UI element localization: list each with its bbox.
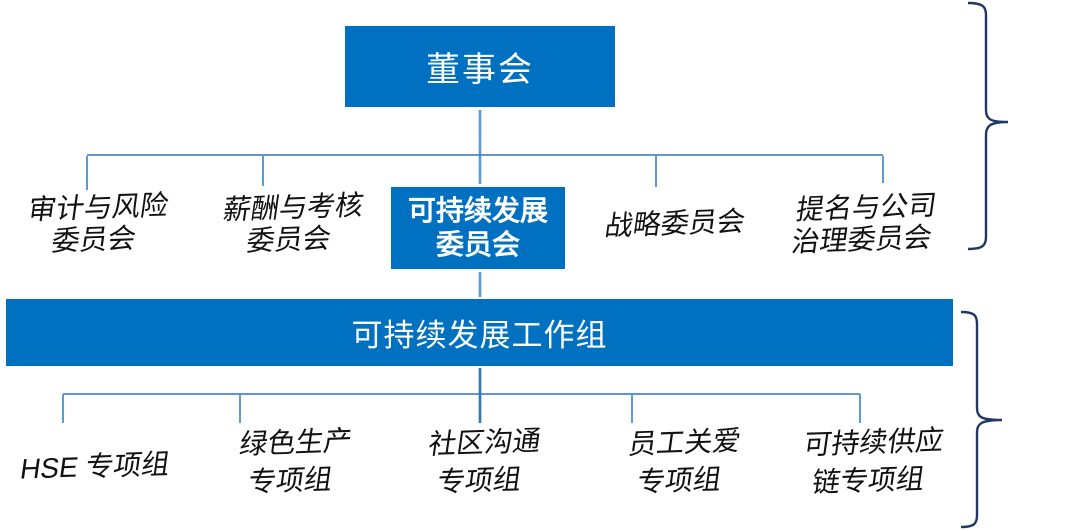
- working-group-label: 可持续发展工作组: [351, 318, 608, 353]
- task-group-hse: HSE 专项组: [2, 445, 187, 489]
- committee-strategy: 战略委员会: [583, 205, 767, 243]
- working-group-box: 可持续发展工作组: [4, 297, 955, 368]
- task-group-sustainable-supply-chain-line2: 链专项组: [810, 463, 927, 499]
- task-group-sustainable-supply-chain: 可持续供应 链专项组: [776, 421, 967, 504]
- task-group-green-production-line2: 专项组: [246, 463, 335, 498]
- committee-compensation: 薪酬与考核 委员会: [197, 189, 386, 260]
- committee-audit-risk-line1: 审计与风险: [26, 189, 171, 226]
- committee-nomination-governance-line2: 治理委员会: [789, 221, 934, 258]
- task-group-community-line1: 社区沟通: [426, 424, 543, 460]
- task-group-employee-care-line1: 员工关爱: [626, 424, 743, 460]
- committee-nomination-governance: 提名与公司 治理委员会: [770, 189, 959, 260]
- committee-sustainability-box: 可持续发展 委员会: [388, 184, 568, 272]
- task-group-employee-care-line2: 专项组: [635, 463, 724, 498]
- committee-audit-risk: 审计与风险 委员会: [2, 189, 191, 260]
- task-group-sustainable-supply-chain-line1: 可持续供应: [801, 424, 946, 461]
- board-box: 董事会: [342, 23, 618, 110]
- brace-workgroup-level: [960, 310, 1003, 529]
- committee-compensation-line2: 委员会: [244, 222, 333, 257]
- committee-audit-risk-line2: 委员会: [49, 222, 138, 257]
- task-group-green-production-line1: 绿色生产: [237, 424, 354, 460]
- committee-compensation-line1: 薪酬与考核: [221, 189, 366, 226]
- committee-strategy-line1: 战略委员会: [602, 205, 748, 242]
- committee-sustainability-line2: 委员会: [435, 229, 520, 260]
- brace-board-level: [967, 1, 1009, 251]
- task-group-community-line2: 专项组: [435, 463, 524, 498]
- task-group-community: 社区沟通 专项组: [387, 421, 578, 504]
- committee-sustainability-line1: 可持续发展: [407, 195, 548, 226]
- task-group-hse-line1: HSE 专项组: [18, 448, 172, 485]
- board-label: 董事会: [426, 51, 534, 89]
- task-group-employee-care: 员工关爱 专项组: [587, 421, 778, 504]
- task-group-green-production: 绿色生产 专项组: [198, 421, 389, 504]
